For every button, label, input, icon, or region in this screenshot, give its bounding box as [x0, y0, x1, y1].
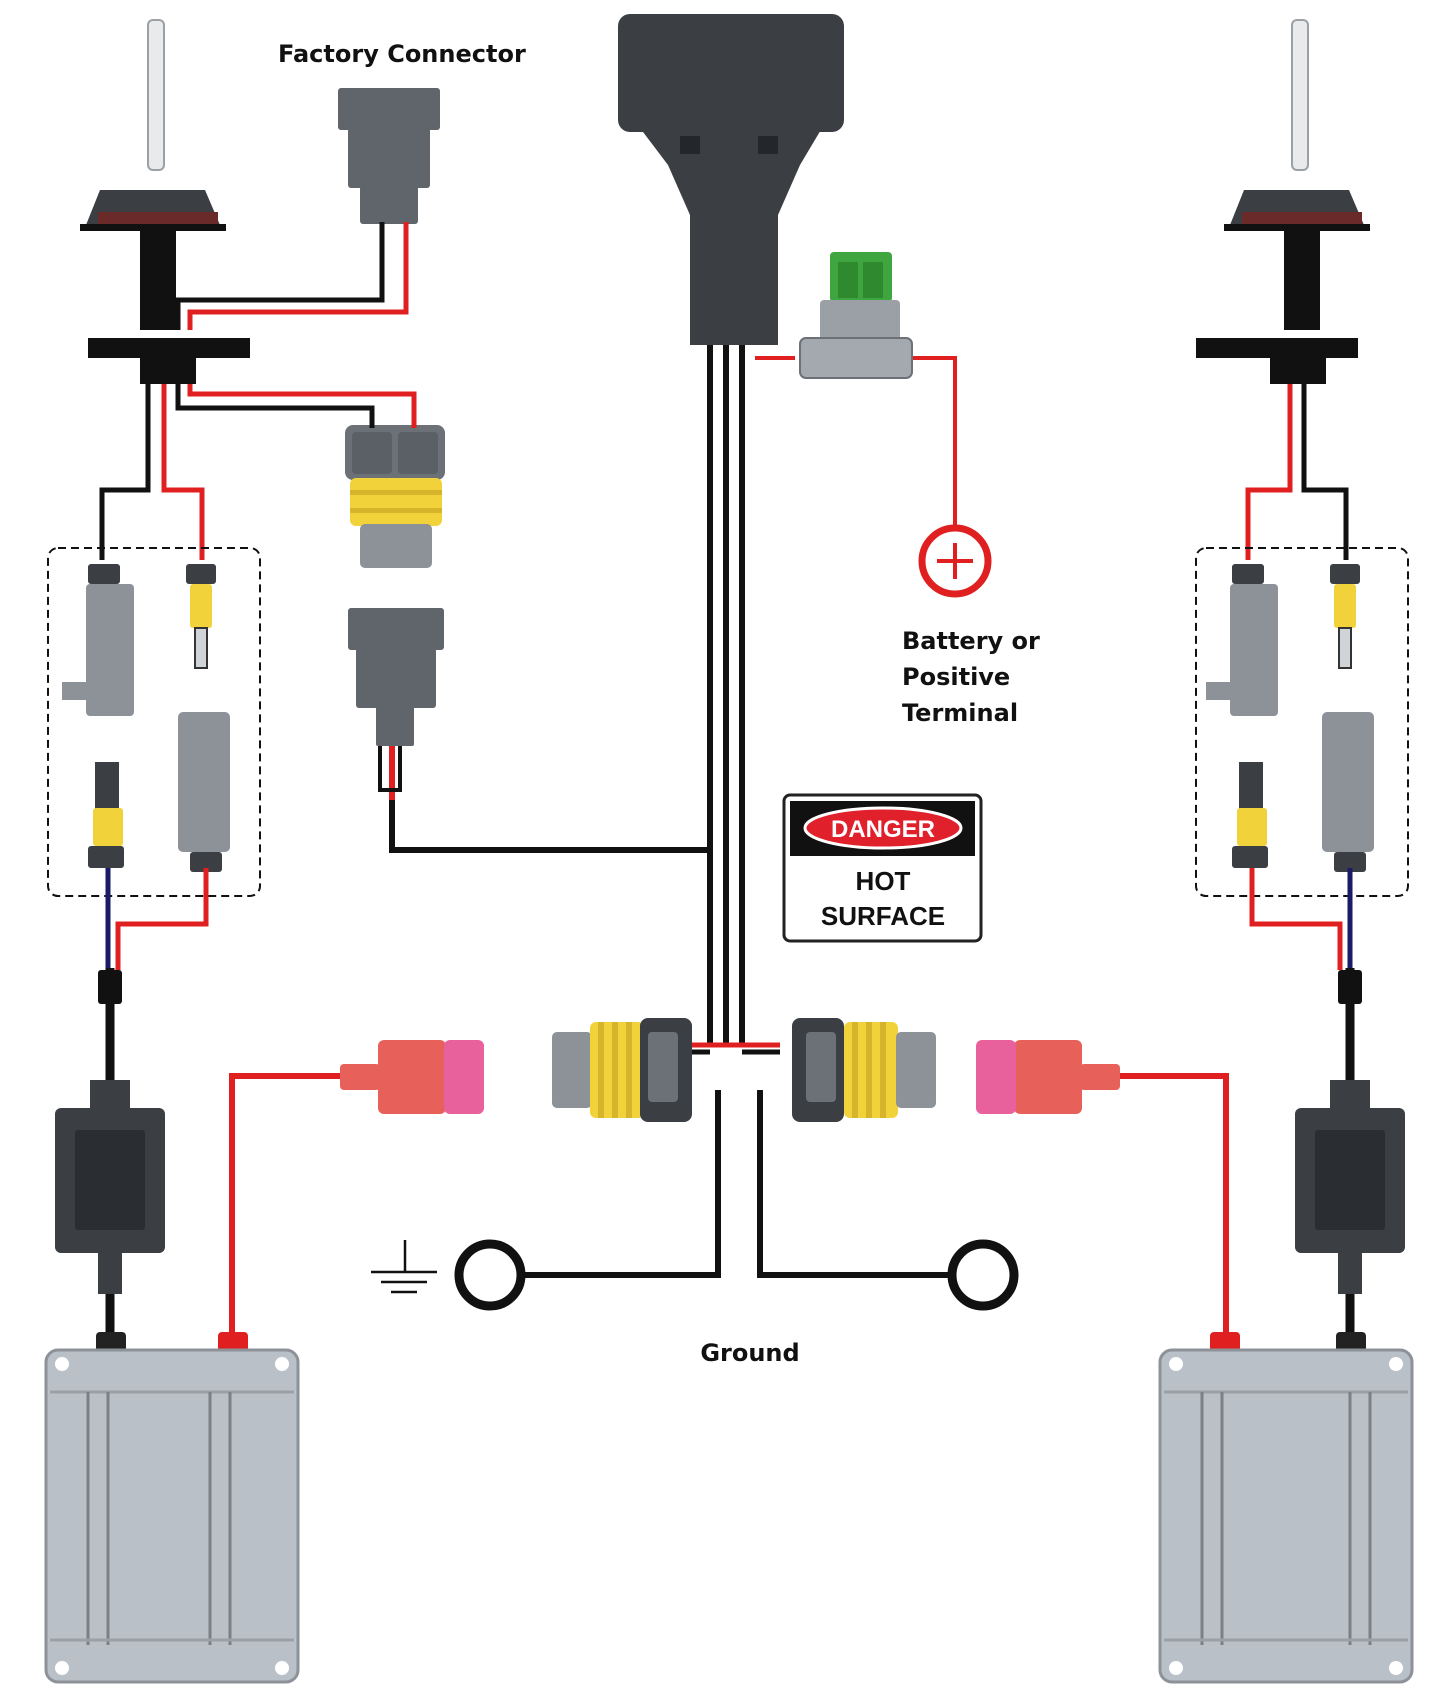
danger-sign-line1: HOT [856, 866, 911, 896]
ground-icon [371, 1240, 437, 1294]
ground-ring-left [454, 1239, 526, 1311]
headlight-plug-wire [378, 746, 402, 792]
right-power-plug [976, 1040, 1120, 1114]
left-bulb-wires [99, 384, 205, 560]
battery-label-line1: Battery or [902, 627, 1040, 655]
harness-wires [389, 345, 957, 1045]
left-igniter [55, 970, 165, 1294]
left-ballast [44, 1332, 300, 1684]
center-wiring [525, 1042, 950, 1278]
left-splice-box [47, 547, 261, 897]
center-connector-left [552, 1018, 692, 1122]
plus-icon [937, 543, 973, 579]
right-splice-box [1195, 547, 1409, 897]
hid-bulb-left [80, 19, 250, 384]
left-power-plug [340, 1040, 484, 1114]
relay-connector-wires [175, 380, 417, 428]
right-bulb-wires [1245, 384, 1349, 560]
right-igniter [1295, 970, 1405, 1294]
hid-bulb-right [1196, 19, 1370, 384]
relay-connector [345, 425, 445, 568]
factory-connector-label: Factory Connector [278, 40, 526, 68]
center-connector-right [792, 1018, 936, 1122]
main-harness-connector [618, 14, 844, 345]
fuse-holder [799, 252, 913, 379]
headlight-plug [348, 608, 444, 746]
ground-label: Ground [700, 1339, 799, 1367]
left-power-wire [229, 1073, 348, 1334]
battery-label-line2: Positive [902, 663, 1010, 691]
danger-sign: DANGER HOT SURFACE [782, 793, 983, 943]
positive-terminal [918, 524, 992, 598]
right-power-wire [1110, 1073, 1229, 1334]
factory-connector-wires [175, 222, 409, 330]
battery-label-line3: Terminal [902, 699, 1018, 727]
factory-connector [338, 88, 440, 224]
danger-sign-header: DANGER [831, 816, 935, 843]
ground-ring-right [947, 1239, 1019, 1311]
danger-sign-line2: SURFACE [821, 901, 945, 931]
right-ballast [1158, 1332, 1414, 1684]
